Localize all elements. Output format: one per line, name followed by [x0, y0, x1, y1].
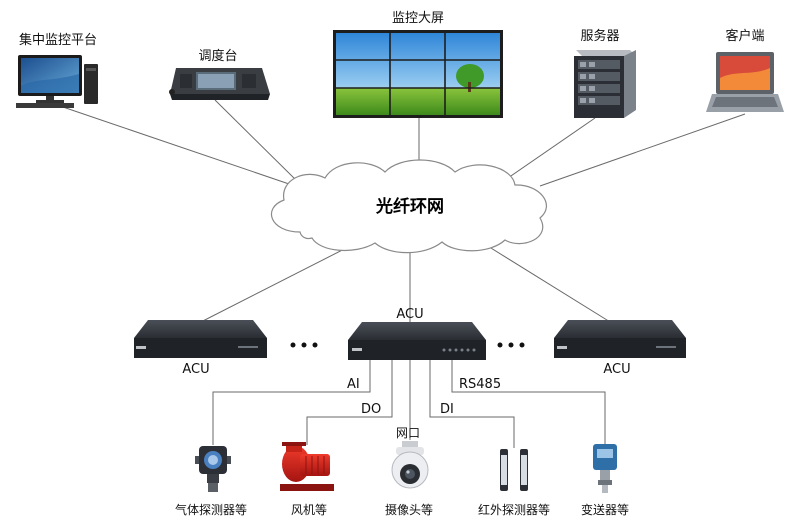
device-label: 摄像头等	[385, 502, 433, 517]
device-label: 气体探测器等	[175, 502, 247, 517]
dispatch-console-node: 调度台	[169, 48, 270, 100]
acu-label: ACU	[182, 362, 209, 377]
acu-label: ACU	[603, 362, 630, 377]
dispatch-console-icon	[169, 68, 270, 100]
device-label: 红外探测器等	[478, 502, 550, 517]
more-units-ellipsis-right	[497, 342, 525, 348]
desktop-computer-icon	[16, 55, 98, 108]
connection-lines	[59, 99, 746, 448]
node-label: 监控大屏	[392, 11, 444, 26]
node-label: 集中监控平台	[19, 32, 97, 48]
port-label-rs485: RS485	[459, 377, 501, 392]
gas-detector-icon	[195, 446, 231, 492]
more-units-ellipsis-left	[290, 342, 318, 348]
acu-unit-left: ACU	[134, 320, 267, 377]
server-node: 服务器	[574, 28, 636, 118]
infrared-detector-icon	[500, 449, 528, 491]
transmitter-icon	[593, 444, 617, 493]
central-monitoring-platform-node: 集中监控平台	[16, 32, 98, 108]
device-label: 变送器等	[581, 502, 629, 517]
client-node: 客户端	[706, 28, 784, 112]
gas-detector-device: 气体探测器等	[175, 446, 247, 517]
transmitter-device: 变送器等	[581, 444, 629, 517]
port-label-di: DI	[440, 402, 454, 417]
node-label: 服务器	[580, 28, 619, 44]
fan-device: 风机等	[280, 442, 334, 517]
acu-unit-center: ACU	[348, 307, 486, 360]
node-label: 调度台	[198, 48, 237, 64]
server-icon	[574, 50, 636, 118]
node-label: 客户端	[725, 28, 764, 44]
fiber-ring-network-cloud: 光纤环网	[271, 159, 547, 254]
device-label: 风机等	[291, 503, 327, 517]
monitoring-video-wall-node: 监控大屏	[333, 11, 503, 118]
camera-device: 摄像头等	[385, 441, 433, 517]
video-wall-icon	[333, 30, 503, 118]
laptop-icon	[706, 52, 784, 112]
infrared-detector-device: 红外探测器等	[478, 449, 550, 517]
port-label-network: 网口	[396, 426, 420, 440]
network-label: 光纤环网	[375, 196, 444, 217]
port-label-ai: AI	[347, 377, 360, 392]
fan-pump-icon	[280, 442, 334, 491]
acu-unit-right: ACU	[554, 320, 686, 377]
port-label-do: DO	[361, 402, 381, 417]
acu-label: ACU	[396, 307, 423, 322]
dome-camera-icon	[391, 441, 429, 489]
